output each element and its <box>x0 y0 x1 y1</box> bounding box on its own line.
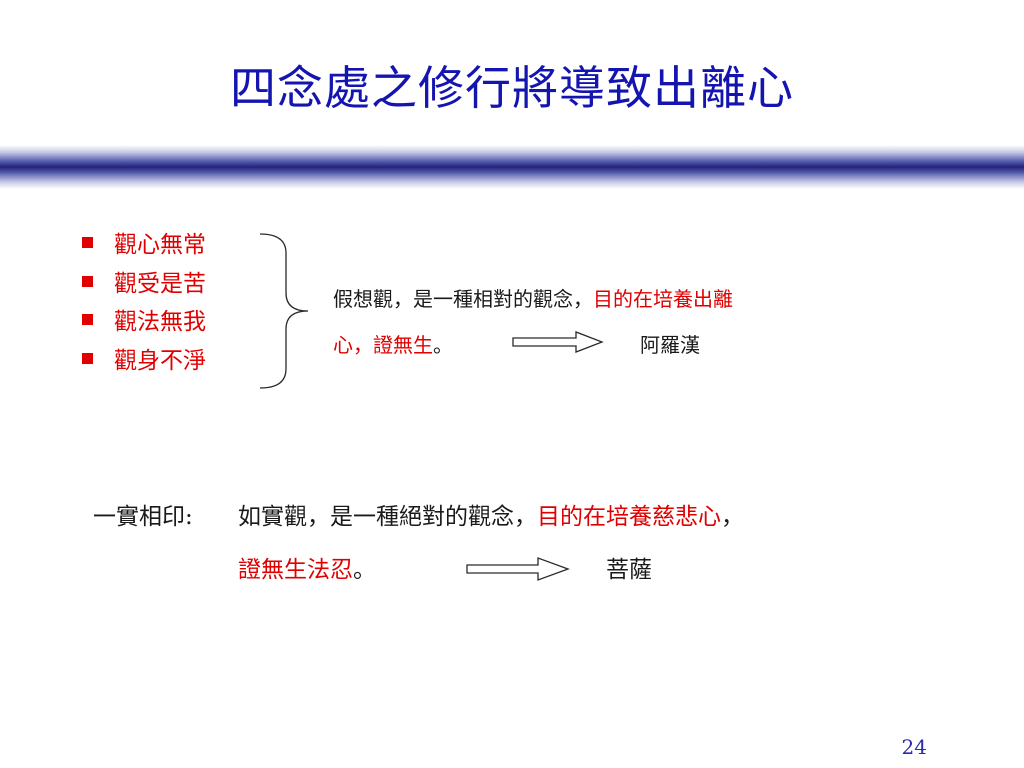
arrow-right-icon <box>512 331 604 353</box>
absolute-text-tail: ， <box>721 504 744 530</box>
list-item: 觀身不淨 <box>82 344 206 383</box>
square-bullet-icon <box>82 237 93 248</box>
absolute-text-red: 證無生法忍 <box>238 557 353 583</box>
square-bullet-icon <box>82 352 93 364</box>
absolute-view-label: 一實相印: <box>93 504 193 530</box>
bullet-text: 觀心無常 <box>114 232 206 258</box>
relative-view-line-2: 心，證無生。 <box>333 329 453 358</box>
absolute-text-black: 。 <box>353 557 376 583</box>
absolute-view-line-1: 如實觀，是一種絕對的觀念，目的在培養慈悲心， <box>238 497 744 531</box>
right-brace-icon <box>259 233 309 389</box>
title-divider-band <box>0 145 1024 189</box>
slide-title: 四念處之修行將導致出離心 <box>230 61 794 115</box>
bullet-text: 觀受是苦 <box>114 270 206 297</box>
square-bullet-icon <box>82 275 93 287</box>
absolute-text-black: 如實觀，是一種絕對的觀念， <box>238 504 537 530</box>
relative-view-line-1: 假想觀，是一種相對的觀念，目的在培養出離 <box>333 283 733 312</box>
bullet-text: 觀身不淨 <box>114 347 206 374</box>
relative-text-black: 假想觀，是一種相對的觀念， <box>333 287 593 311</box>
page-number: 24 <box>901 735 927 759</box>
relative-text-black: 。 <box>433 333 453 357</box>
absolute-text-red: 目的在培養慈悲心 <box>537 504 721 530</box>
arrow-right-icon <box>466 557 570 581</box>
list-item: 觀心無常 <box>82 228 206 267</box>
result-bodhisattva: 菩薩 <box>606 557 652 583</box>
relative-text-red: 目的在培養出離 <box>593 287 733 311</box>
absolute-view-line-2: 證無生法忍。 <box>238 550 376 584</box>
result-arhat: 阿羅漢 <box>640 333 700 357</box>
list-item: 觀受是苦 <box>82 267 206 306</box>
bullet-text: 觀法無我 <box>114 309 206 335</box>
bullet-list: 觀心無常 觀受是苦 觀法無我 觀身不淨 <box>82 228 206 382</box>
list-item: 觀法無我 <box>82 305 206 344</box>
relative-text-red: 心，證無生 <box>333 333 433 357</box>
square-bullet-icon <box>82 314 93 325</box>
